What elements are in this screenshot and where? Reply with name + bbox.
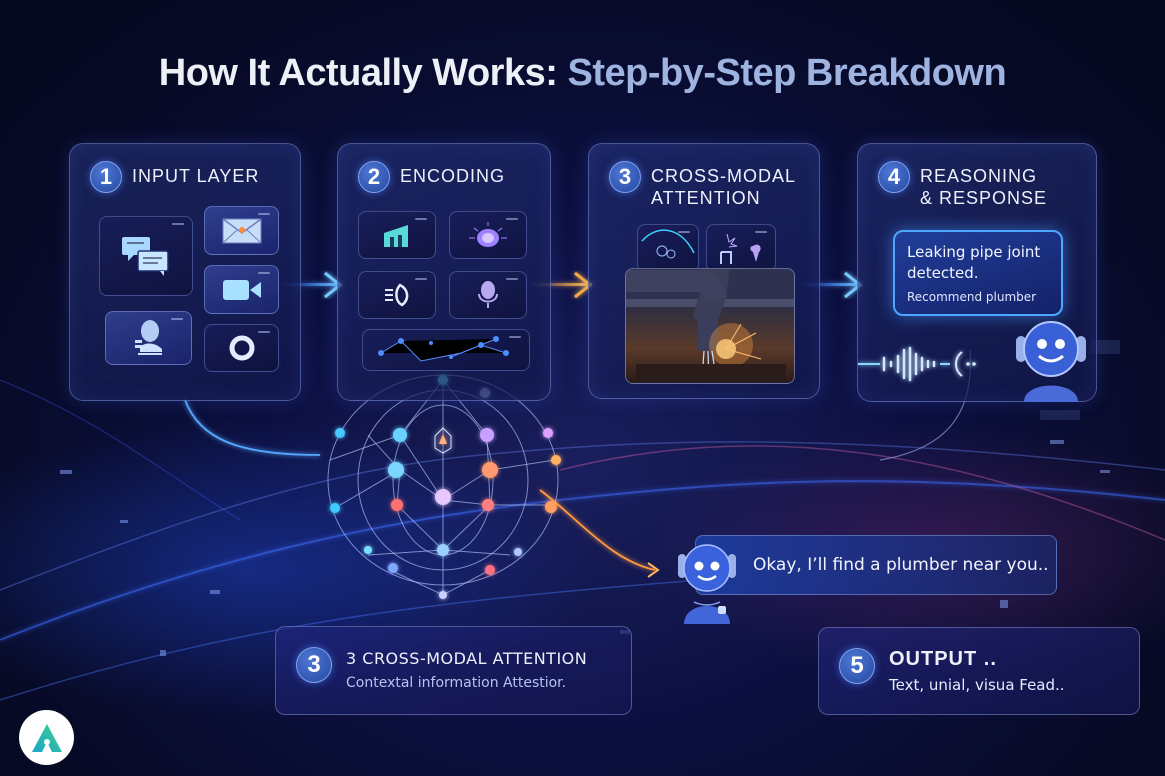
step-2-encoding-panel: 2 ENCODING: [337, 143, 551, 401]
attention-map-tile: [637, 224, 699, 272]
step-number-badge: 3: [609, 161, 641, 193]
step-title: INPUT LAYER: [132, 166, 260, 186]
cross-modal-attention-card: 3 3 CROSS-MODAL ATTENTION Contextal info…: [275, 626, 632, 715]
page-title: How It Actually Works: Step-by-Step Brea…: [0, 52, 1165, 95]
chat-input-tile: [99, 216, 193, 296]
step-title: CROSS-MODAL ATTENTION: [651, 166, 797, 208]
sparkle-icon: [720, 233, 761, 264]
step-3-cross-modal-attention-panel: 3 CROSS-MODAL ATTENTION: [588, 143, 820, 399]
leaking-pipe-image: [625, 268, 795, 384]
card-title: OUTPUT ..: [889, 648, 997, 670]
sparkle-map-tile: [706, 224, 776, 272]
building-chart-icon: [384, 225, 408, 247]
audio-encoding-tile: [358, 271, 436, 319]
assistant-chat-message: Okay, I’ll find a plumber near you..: [695, 535, 1057, 595]
step-title: ENCODING: [400, 166, 506, 186]
step-number-badge: 5: [839, 648, 875, 684]
voice-input-tile: [105, 311, 192, 365]
chat-robot-avatar-icon: [678, 544, 736, 624]
title-primary: How It Actually Works:: [158, 52, 558, 94]
chat-message-text: Okay, I’ll find a plumber near you..: [753, 555, 1049, 575]
reasoning-speech-bubble: Leaking pipe joint detected. Recommend p…: [893, 230, 1063, 316]
microphone-icon: [478, 281, 498, 308]
neural-network-graphic: [327, 374, 559, 596]
brand-logo[interactable]: [19, 710, 74, 765]
video-camera-icon: [222, 279, 261, 300]
bubble-recommendation-text: Recommend plumber: [907, 290, 1037, 304]
title-accent: Step-by-Step Breakdown: [567, 52, 1007, 94]
output-card: 5 OUTPUT .. Text, unial, visua Fead..: [818, 627, 1140, 715]
ring-icon: [229, 335, 254, 361]
visual-encoding-tile: [358, 211, 436, 259]
other-input-tile: [204, 324, 279, 372]
step-number-badge: 4: [878, 161, 910, 193]
embedding-tile: [362, 329, 530, 371]
person-speaker-icon: [134, 320, 162, 355]
speech-encoding-tile: [449, 271, 527, 319]
video-input-tile: [204, 265, 279, 314]
bubble-detection-text: Leaking pipe joint detected.: [907, 243, 1041, 282]
card-title: 3 CROSS-MODAL ATTENTION: [346, 649, 588, 668]
glowing-brain-icon: [469, 222, 507, 247]
step-title: REASONING & RESPONSE: [920, 166, 1048, 208]
email-input-tile: [204, 206, 279, 255]
email-icon: [222, 217, 261, 243]
step-1-input-layer-panel: 1 INPUT LAYER: [69, 143, 301, 401]
card-subtitle: Contextal information Attestior.: [346, 675, 567, 691]
step-number-badge: 1: [90, 161, 122, 193]
attention-map-icon: [641, 229, 695, 259]
semantic-encoding-tile: [449, 211, 527, 259]
network-graph-icon: [378, 336, 509, 362]
step-number-badge: 2: [358, 161, 390, 193]
sound-wave-icon: [385, 283, 409, 307]
step-4-reasoning-response-panel: 4 REASONING & RESPONSE Leaking pipe join…: [857, 143, 1097, 402]
neural-network-nodes: [330, 375, 561, 599]
step-number-badge: 3: [296, 647, 332, 683]
chat-bubbles-icon: [122, 237, 169, 276]
a-logo-icon: [31, 723, 62, 752]
card-subtitle: Text, unial, visua Fead..: [889, 676, 1065, 694]
robot-assistant-icon: [1016, 321, 1086, 402]
audio-waveform-icon: [858, 346, 976, 382]
